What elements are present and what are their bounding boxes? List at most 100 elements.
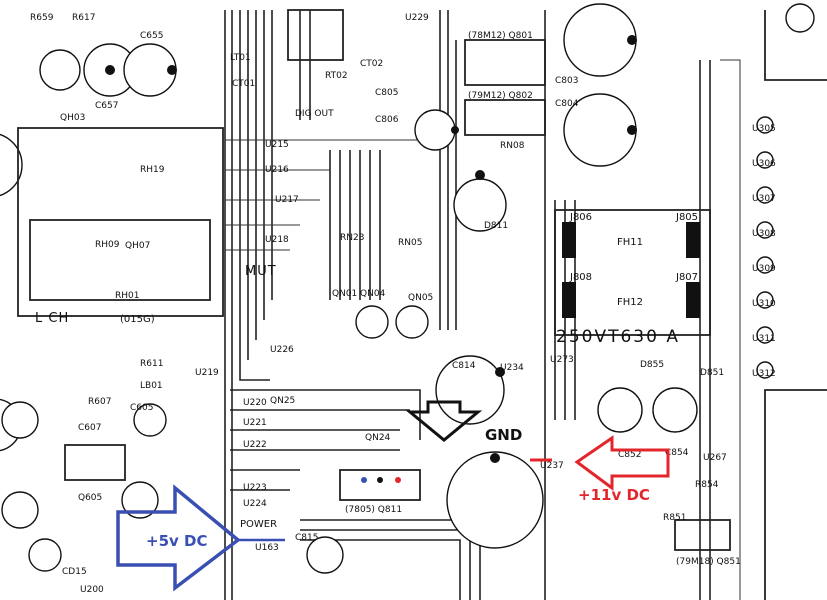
transistor-qn01 [355,305,389,339]
label-power: POWER [240,519,277,530]
pin-black [377,477,383,483]
label-fuse2: FH12 [617,297,643,308]
u306-pad: U306 [752,151,776,169]
label-u220: U220 [243,398,267,408]
label-c657: C657 [95,101,118,111]
label-c854: C854 [665,448,689,458]
label-reg3: (7805) Q811 [345,505,402,515]
v5-arrow-icon [116,484,241,592]
cap-c806 [414,109,459,151]
label-u267: U267 [703,453,727,463]
label-r854: R854 [695,480,719,490]
label-cd15: CD15 [62,567,87,577]
reg-q802-body [464,99,546,136]
label-d811: D811 [484,221,508,231]
label-j807: J807 [675,272,698,283]
label-rh01: RH01 [115,291,139,301]
label-r617: R617 [72,13,95,23]
label-u216: U216 [265,165,289,175]
cap-c814-big [435,355,505,425]
label-c804: C804 [555,99,579,109]
cap-c801 [563,3,637,77]
fuse-clip-j807 [686,282,700,318]
label-rn23: RN23 [340,233,364,243]
label-c605: C605 [130,403,153,413]
label-mut: MUT [245,264,277,279]
label-rh09: RH09 [95,240,120,250]
label-r851: R851 [663,513,686,523]
label-c607: C607 [78,423,101,433]
u308-pad: U308 [752,221,776,239]
label-rn08: RN08 [500,141,525,151]
label-lt01: LT01 [230,53,251,63]
label-c806: C806 [375,115,399,125]
label-qn01: QN01 [332,289,357,299]
right-bottom-outline [764,389,827,600]
cap-c601 [133,403,167,437]
lch-inner-block [29,219,211,301]
fuse-clip-j808 [562,282,576,318]
label-u215: U215 [265,140,289,150]
label-qn05: QN05 [408,293,433,303]
fuse-clip-j805 [686,222,700,258]
label-c814: C814 [452,361,476,371]
pin-blue [361,477,367,483]
reg-q851-body [674,519,731,551]
v5-label: +5v DC [146,532,207,550]
fuse-clip-j806 [562,222,576,258]
label-u229: U229 [405,13,429,23]
label-u163: U163 [255,543,279,553]
svg-text:U312: U312 [752,369,776,379]
label-u217: U217 [275,195,299,205]
label-j808: J808 [569,272,592,283]
label-reg2: (79M12) Q802 [468,91,533,101]
label-q605: Q605 [78,493,102,503]
label-u222: U222 [243,440,267,450]
label-r659: R659 [30,13,54,23]
cap-c6xx [39,49,81,91]
u310-pad: U310 [752,291,776,309]
reg-q811-body [339,469,421,501]
cap-c815 [306,536,344,574]
reg-q801-body [464,39,546,86]
label-rt02: RT02 [325,71,348,81]
transistor-qn02 [395,305,429,339]
label-ct02: CT02 [360,59,383,69]
label-u218: U218 [265,235,289,245]
label-r611: R611 [140,359,163,369]
mount-hole [785,3,815,33]
fuse-block [554,209,711,336]
lch-block [17,127,224,317]
label-u221: U221 [243,418,267,428]
label-u234: U234 [500,363,524,373]
label-qh07: QH07 [125,241,150,251]
v11-arrow-icon [574,435,670,491]
label-ct01: CT01 [232,79,255,89]
label-j806: J806 [569,212,592,223]
label-qn25: QN25 [270,396,295,406]
label-u223: U223 [243,483,267,493]
label-board-code: 250VT630 A [556,327,680,347]
cap-left-bottom [28,538,62,572]
label-c815: C815 [295,533,318,543]
label-u200: U200 [80,585,104,595]
pin-red [395,477,401,483]
svg-text:U307: U307 [752,194,776,204]
label-u273: U273 [550,355,574,365]
label-u226: U226 [270,345,294,355]
label-r607: R607 [88,397,111,407]
label-dig-out: DIG OUT [295,109,334,119]
svg-text:U308: U308 [752,229,776,239]
label-c852: C852 [618,450,641,460]
cap-c657 [123,43,177,97]
u305-pad: U305 [752,116,776,134]
label-fuse1: FH11 [617,237,643,248]
u311-pad: U311 [752,326,776,344]
svg-text:U311: U311 [752,334,776,344]
gnd-label: GND [485,426,522,444]
label-u237: U237 [540,461,564,471]
label-d855: D855 [640,360,664,370]
label-qn04: QN04 [360,289,386,299]
label-reg1: (78M12) Q801 [468,31,533,41]
